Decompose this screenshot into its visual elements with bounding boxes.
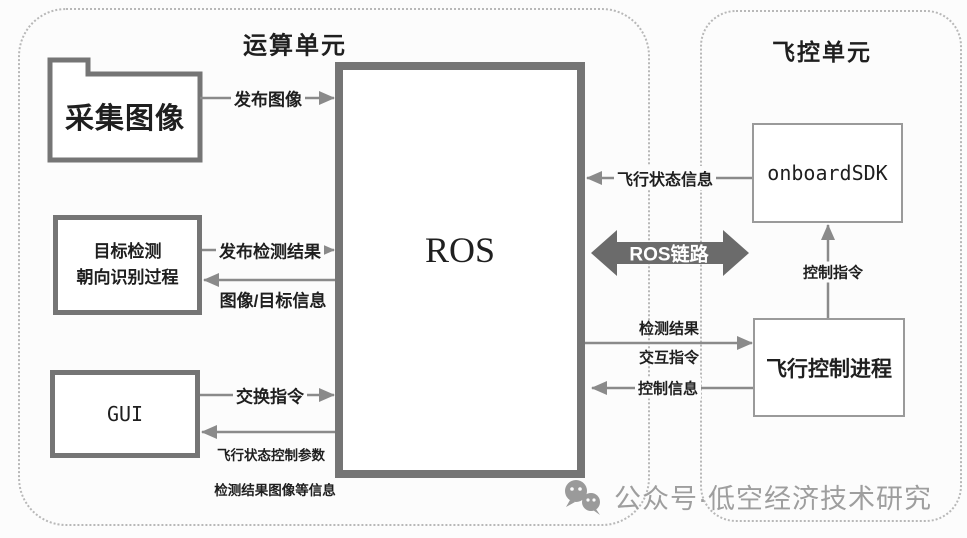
edge-label-flight-state-info: 飞行状态信息: [613, 166, 717, 190]
edge-label-publish-detection-result: 发布检测结果: [216, 237, 324, 263]
edge-label-exchange-command: 交换指令: [233, 382, 307, 408]
node-gui: GUI: [50, 370, 200, 458]
node-target-detection: 目标检测 朝向识别过程: [53, 215, 202, 315]
edge-label-flight-state-control-params: 飞行状态控制参数: [217, 448, 325, 463]
ros-link-label: ROS链路: [629, 244, 709, 266]
ros-link-double-arrow: [591, 230, 749, 276]
edge-label-interaction-command: 交互指令: [638, 349, 700, 367]
compute-unit-title: 运算单元: [243, 32, 347, 60]
node-onboard-sdk: onboardSDK: [752, 123, 903, 223]
edge-label-control-info: 控制信息: [634, 377, 702, 399]
target-detection-line1: 目标检测: [93, 242, 162, 261]
onboard-sdk-label: onboardSDK: [767, 161, 888, 185]
watermark: 公众号·低空经济技术研究: [562, 477, 932, 516]
edge-label-publish-image: 发布图像: [231, 85, 305, 111]
capture-image-label: 采集图像: [64, 103, 185, 135]
target-detection-line2: 朝向识别过程: [76, 268, 179, 287]
compute-unit-container: [18, 8, 650, 526]
node-flight-control-process: 飞行控制进程: [753, 318, 905, 417]
wechat-icon: [565, 479, 600, 515]
flight-unit-container: [700, 10, 962, 522]
edge-label-detection-result-images-info: 检测结果图像等信息: [214, 483, 336, 498]
flight-unit-title: 飞控单元: [772, 39, 872, 65]
edge-label-image-target-info: 图像/目标信息: [219, 291, 327, 311]
edge-label-control-command: 控制指令: [799, 261, 867, 283]
flight-control-process-label: 飞行控制进程: [766, 357, 892, 381]
ros-label: ROS: [424, 230, 496, 270]
edge-label-detection-result: 检测结果: [638, 320, 700, 338]
watermark-text: 公众号·低空经济技术研究: [614, 484, 932, 514]
capture-image-folder-shape: [47, 57, 203, 163]
gui-label: GUI: [106, 402, 144, 426]
node-ros: ROS: [335, 62, 585, 478]
node-capture-image: 采集图像: [50, 60, 200, 160]
